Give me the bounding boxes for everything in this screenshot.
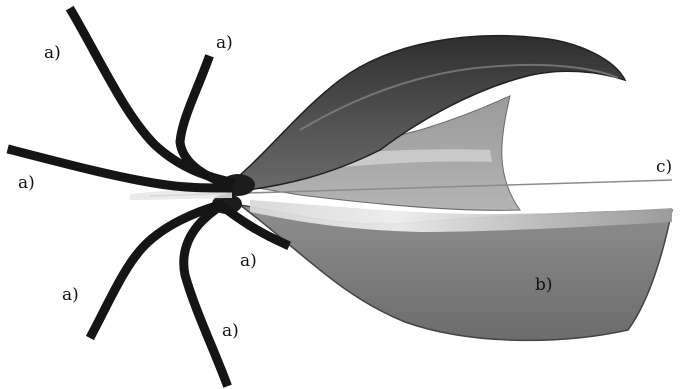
label-leg-left: a) bbox=[18, 173, 35, 193]
label-leg-top-right: a) bbox=[216, 33, 233, 53]
label-body: b) bbox=[535, 275, 553, 295]
label-leg-top-left: a) bbox=[44, 43, 61, 63]
leg-bottom bbox=[184, 210, 226, 382]
label-leg-bottom: a) bbox=[222, 321, 239, 341]
label-axis: c) bbox=[656, 157, 672, 177]
leg-top-right bbox=[180, 60, 225, 183]
label-leg-right-short: a) bbox=[240, 251, 257, 271]
label-leg-bottom-left: a) bbox=[62, 285, 79, 305]
leg-top-left bbox=[72, 12, 230, 182]
